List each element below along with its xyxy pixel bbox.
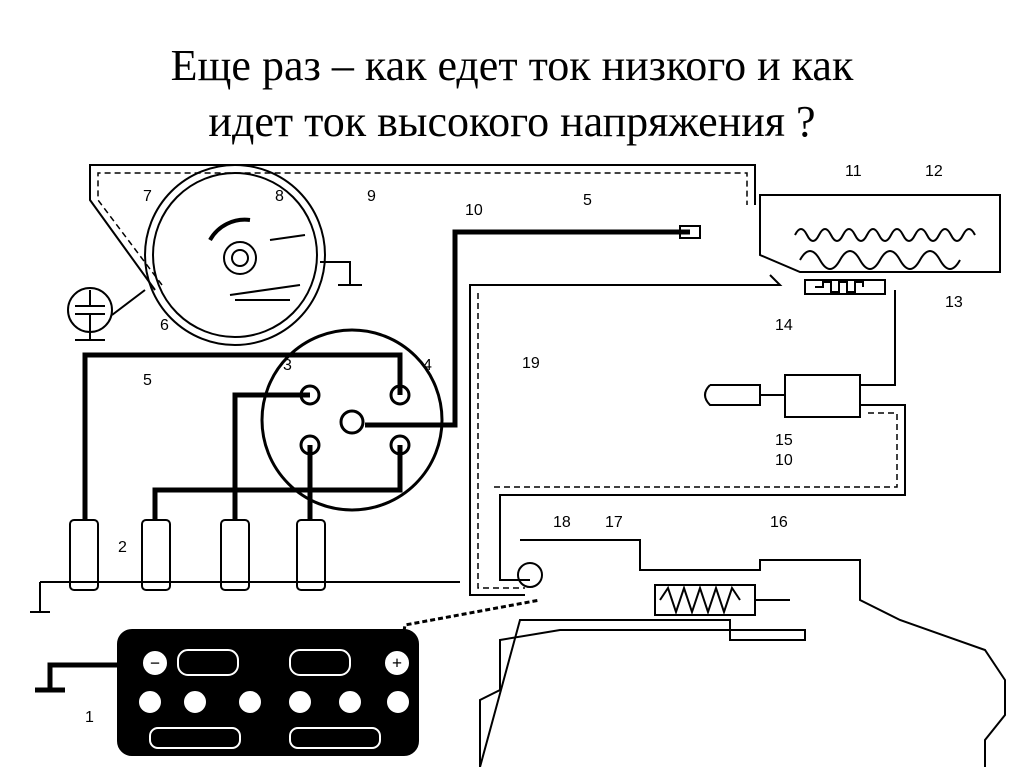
wire-10-top (89, 164, 756, 291)
title-line-2: идет ток высокого напряжения ? (208, 97, 816, 146)
battery-cells (137, 649, 411, 749)
starter-engine (479, 539, 1006, 767)
label-5-coil: 5 (583, 192, 592, 209)
label-9: 9 (367, 188, 376, 205)
wire-5-plug (82, 352, 403, 520)
plug-wire-2 (152, 445, 403, 520)
spark-plugs (30, 519, 460, 613)
label-8: 8 (275, 188, 284, 205)
ignition-coil (679, 194, 1001, 295)
label-5-plug: 5 (143, 372, 152, 389)
distributor-breaker (144, 164, 362, 346)
battery-positive-terminal: + (392, 653, 402, 673)
capacitor-6 (67, 287, 146, 341)
label-2: 2 (118, 539, 127, 556)
label-13: 13 (945, 294, 963, 311)
distributor-cap (260, 328, 444, 512)
ignition-switch (704, 374, 861, 418)
slide-title: Еще раз – как едет ток низкого и как иде… (0, 38, 1024, 150)
label-3: 3 (283, 357, 292, 374)
label-4: 4 (423, 357, 432, 374)
label-14: 14 (775, 317, 793, 334)
wire-5-coil (365, 229, 690, 428)
wire-10-lower (492, 290, 906, 581)
component-labels: 1 2 3 4 5 5 6 7 8 9 10 10 11 12 13 14 15… (85, 163, 963, 726)
label-18: 18 (553, 514, 571, 531)
label-7: 7 (143, 188, 152, 205)
label-15: 15 (775, 432, 793, 449)
label-10-top: 10 (465, 202, 483, 219)
battery (35, 598, 541, 756)
title-line-1: Еще раз – как едет ток низкого и как (170, 41, 854, 90)
label-1: 1 (85, 709, 94, 726)
label-19: 19 (522, 355, 540, 372)
label-6: 6 (160, 317, 169, 334)
label-12: 12 (925, 163, 943, 180)
label-17: 17 (605, 514, 623, 531)
battery-negative-terminal: − (150, 653, 160, 673)
plug-wire-3 (232, 392, 310, 520)
label-11: 11 (845, 163, 862, 180)
label-10-lower: 10 (775, 452, 793, 469)
wire-19 (469, 274, 783, 596)
label-16: 16 (770, 514, 788, 531)
